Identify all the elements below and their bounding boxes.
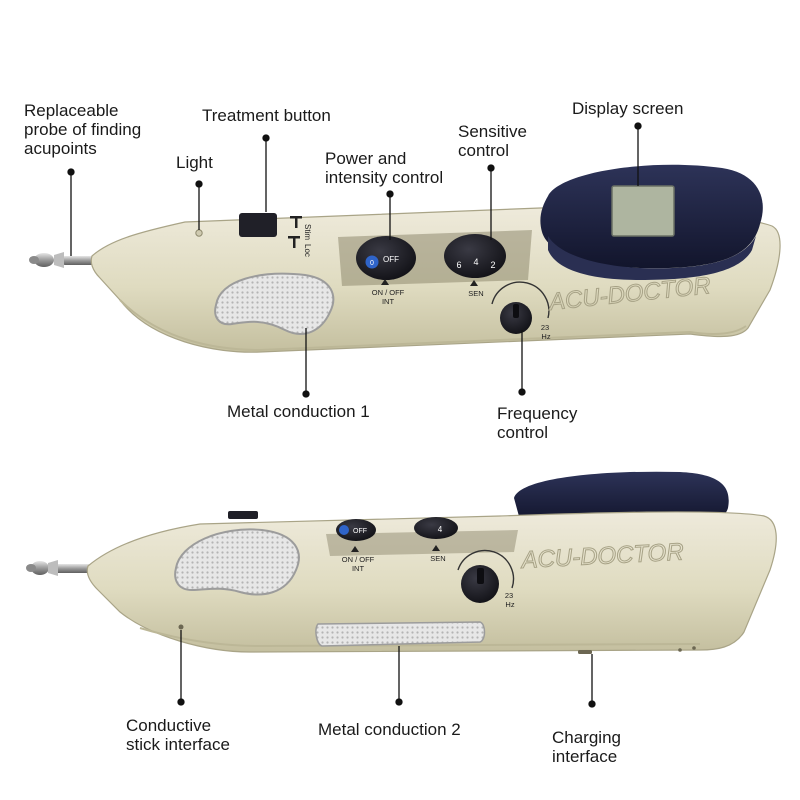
bottom-sen-caption: SEN [430,554,445,563]
leader-lines [67,122,642,708]
bottom-frequency-knob[interactable] [457,549,515,603]
svg-text:0: 0 [370,260,374,267]
svg-text:OFF: OFF [383,255,399,264]
bottom-sen-dial[interactable]: 4 [414,517,458,539]
top-frequency-knob[interactable] [491,281,550,334]
callout-power-intensity: Power and intensity control [325,149,444,187]
charging-interface-port [578,650,592,654]
top-23-caption: 23 [541,323,549,332]
top-button-markings [288,216,302,248]
callout-conductive-stick-interface: Conductive stick interface [126,716,230,754]
top-power-dial[interactable]: 0 OFF [356,236,416,280]
top-loc-label: Loc [303,244,312,257]
bottom-device: OFF 4 ON / OFF INT SEN 23 Hz ACU-DOCTOR [26,471,777,654]
bottom-onoff-caption: ON / OFF [342,555,375,564]
callout-treatment-button: Treatment button [202,106,331,125]
top-int-caption: INT [382,297,395,306]
top-lcd-screen [611,185,675,237]
bottom-int-caption: INT [352,564,365,573]
top-sen-caption: SEN [468,289,483,298]
bottom-23-caption: 23 [505,591,513,600]
bottom-probe-tip [26,560,92,576]
bottom-metal-pad-2 [315,621,486,647]
top-probe-tip [29,252,96,268]
callout-metal-conduction-1: Metal conduction 1 [227,402,370,421]
svg-text:4: 4 [438,525,443,534]
callout-charging-interface: Charging interface [552,728,621,766]
svg-text:OFF: OFF [353,528,367,535]
top-hz-caption: Hz [541,332,550,341]
bottom-hz-caption: Hz [505,600,514,609]
conductive-stick-interface-port [178,624,184,630]
top-treatment-button[interactable] [239,213,277,237]
callout-display-screen: Display screen [572,99,684,118]
callout-metal-conduction-2: Metal conduction 2 [318,720,461,739]
bottom-power-dial[interactable]: OFF [336,519,376,541]
bottom-metal-pad-1 [174,528,300,596]
svg-text:4: 4 [473,257,478,267]
top-stim-label: Stim [303,224,312,240]
bottom-display-housing [514,471,729,523]
top-device: Stim Loc 0 OFF 6 4 2 ON / OFF INT [29,164,781,353]
top-sen-dial[interactable]: 6 4 2 [444,234,506,278]
top-onoff-caption: ON / OFF [372,288,405,297]
svg-text:6: 6 [456,260,461,270]
callout-frequency-control: Frequency control [497,404,578,442]
svg-text:2: 2 [490,260,495,270]
top-light-icon [195,229,203,237]
callout-light: Light [176,153,213,172]
callout-probe: Replaceable probe of finding acupoints [24,101,142,158]
top-metal-pad-1 [214,272,335,335]
top-display-housing [540,164,763,280]
callout-sensitive-control: Sensitive control [458,122,527,160]
